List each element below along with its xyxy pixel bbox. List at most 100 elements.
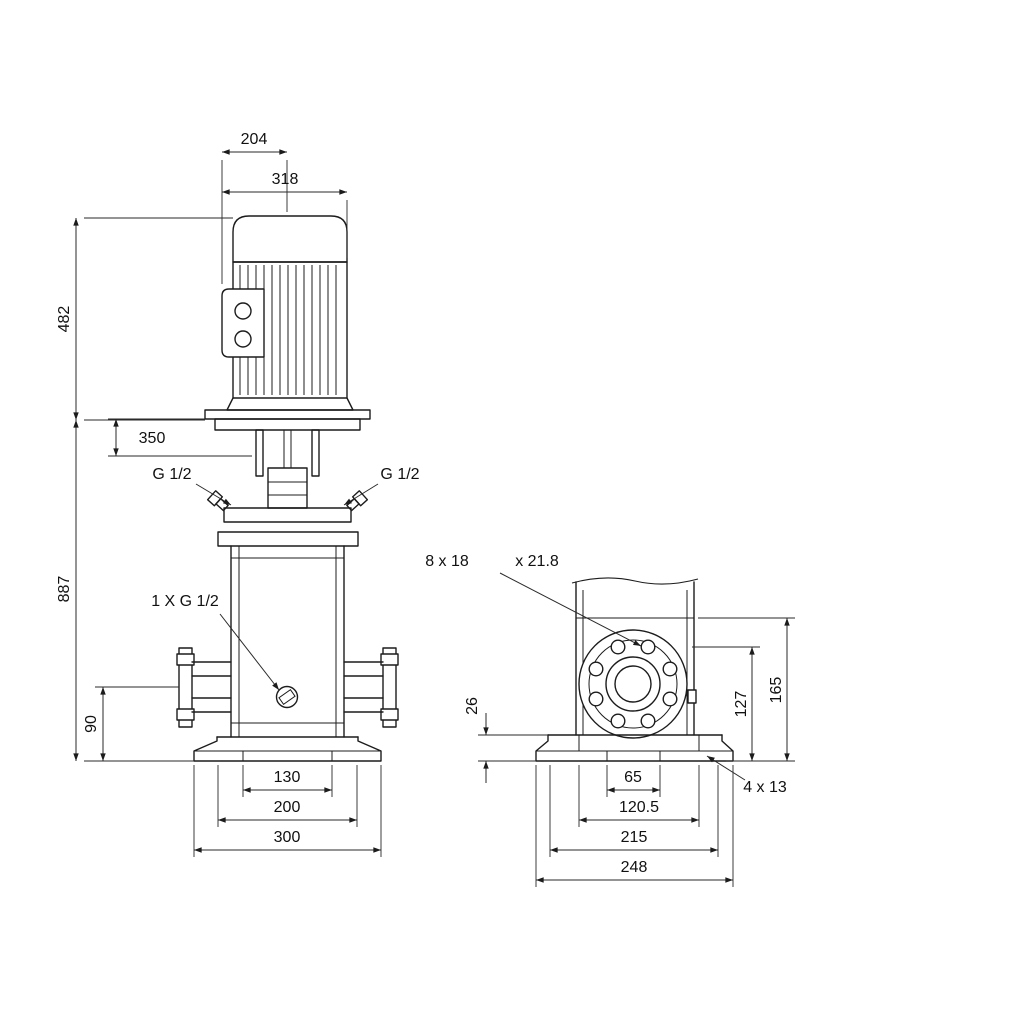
suction-flange xyxy=(578,629,697,739)
coupling-block-seams xyxy=(268,481,307,496)
dim-130: 130 xyxy=(274,769,301,786)
bolt-hole xyxy=(610,713,626,729)
side-view xyxy=(535,577,734,762)
column-break-line xyxy=(571,577,699,585)
label-flange-counterbore: x 21.8 xyxy=(515,553,559,570)
bolt-hole xyxy=(662,661,678,677)
plug-neck xyxy=(215,498,229,512)
dimensions: 204 318 482 350 887 90 G 1/2 G 1/2 1 X G… xyxy=(56,131,795,887)
label-flange-holes: 8 x 18 xyxy=(425,553,469,570)
motor-foot xyxy=(226,397,354,411)
shaft-lines xyxy=(283,430,292,468)
dim-120-5: 120.5 xyxy=(619,799,659,816)
bolt-hole xyxy=(640,639,656,655)
motor-stool-lower xyxy=(214,418,361,431)
flange-bolt xyxy=(380,653,399,666)
dim-887: 887 xyxy=(56,576,73,603)
drain-plug xyxy=(275,685,299,709)
port-flange-left xyxy=(176,647,232,728)
bolt-hole xyxy=(588,661,604,677)
flange-plate xyxy=(178,647,193,728)
bolt-hole xyxy=(610,639,626,655)
gauge-tab xyxy=(687,689,697,704)
bolt-hole xyxy=(588,691,604,707)
flange-bore xyxy=(614,665,652,703)
dim-248: 248 xyxy=(621,859,648,876)
flange-bolt xyxy=(176,653,195,666)
dim-90: 90 xyxy=(83,715,100,733)
front-view xyxy=(176,215,399,762)
pump-head xyxy=(206,490,369,547)
vent-plug-left xyxy=(206,490,229,512)
flange-outer-circle xyxy=(578,629,688,739)
ext-482 xyxy=(84,217,233,421)
flange-bolt xyxy=(176,708,195,721)
dim-165: 165 xyxy=(768,677,785,704)
coupling-section xyxy=(255,429,320,509)
stack-inner xyxy=(238,546,337,737)
ext-200 xyxy=(217,765,358,827)
coupling-guard-right xyxy=(311,429,320,477)
ext-127 xyxy=(692,646,795,762)
leader-port-right xyxy=(343,483,379,506)
dim-215: 215 xyxy=(621,829,648,846)
dim-65: 65 xyxy=(624,769,642,786)
dim-300: 300 xyxy=(274,829,301,846)
base-body xyxy=(535,734,734,762)
chamber-stack xyxy=(230,545,345,738)
head-flange xyxy=(217,531,359,547)
flange-raised-face xyxy=(605,656,661,712)
base-slots xyxy=(606,751,661,761)
label-drain: 1 X G 1/2 xyxy=(151,593,219,610)
dim-204: 204 xyxy=(241,131,268,148)
flange-bolt xyxy=(380,708,399,721)
ext-215 xyxy=(549,765,719,857)
label-port-right: G 1/2 xyxy=(380,466,419,483)
leader-port-left xyxy=(195,483,232,506)
flange-neck xyxy=(343,661,384,713)
column-sides xyxy=(575,581,695,736)
ext-120-5 xyxy=(578,765,700,827)
bolt-hole xyxy=(640,713,656,729)
leader-base-holes xyxy=(706,755,746,781)
flange-neck xyxy=(191,661,232,713)
stack-seams xyxy=(231,557,344,724)
port-flange-right xyxy=(343,647,399,728)
flange-plate xyxy=(382,647,397,728)
base-body xyxy=(193,736,382,762)
dim-350: 350 xyxy=(139,430,166,447)
ext-204 xyxy=(221,160,288,284)
leader-drain xyxy=(219,613,280,691)
label-base-holes: 4 x 13 xyxy=(743,779,787,796)
motor xyxy=(204,215,371,431)
label-port-left: G 1/2 xyxy=(152,466,191,483)
base-inner-edges xyxy=(578,735,700,751)
terminal-box xyxy=(221,288,265,358)
coupling-guard-left xyxy=(255,429,264,477)
drain-plug-slot xyxy=(278,689,296,705)
motor-cap xyxy=(232,215,348,263)
flange-face-circle xyxy=(588,639,678,729)
head-top-plate xyxy=(223,507,352,523)
leader-flange-holes xyxy=(499,572,642,647)
plug-neck xyxy=(346,498,360,512)
stack-outer xyxy=(230,545,345,738)
ext-26 xyxy=(478,734,548,762)
dim-482: 482 xyxy=(56,306,73,333)
coupling-block xyxy=(267,467,308,509)
plug-hex xyxy=(351,490,369,507)
base-slots xyxy=(242,751,333,761)
ext-248 xyxy=(535,765,734,887)
motor-stool-plate xyxy=(204,409,371,420)
base-side xyxy=(535,734,734,762)
dim-26: 26 xyxy=(464,697,481,715)
ext-300 xyxy=(193,765,382,857)
dim-200: 200 xyxy=(274,799,301,816)
bolt-hole xyxy=(662,691,678,707)
terminal-box-bolt xyxy=(234,302,252,320)
dim-318: 318 xyxy=(272,171,299,188)
plug-hex xyxy=(206,490,224,507)
terminal-box-bolt xyxy=(234,330,252,348)
ext-350 xyxy=(108,418,252,457)
